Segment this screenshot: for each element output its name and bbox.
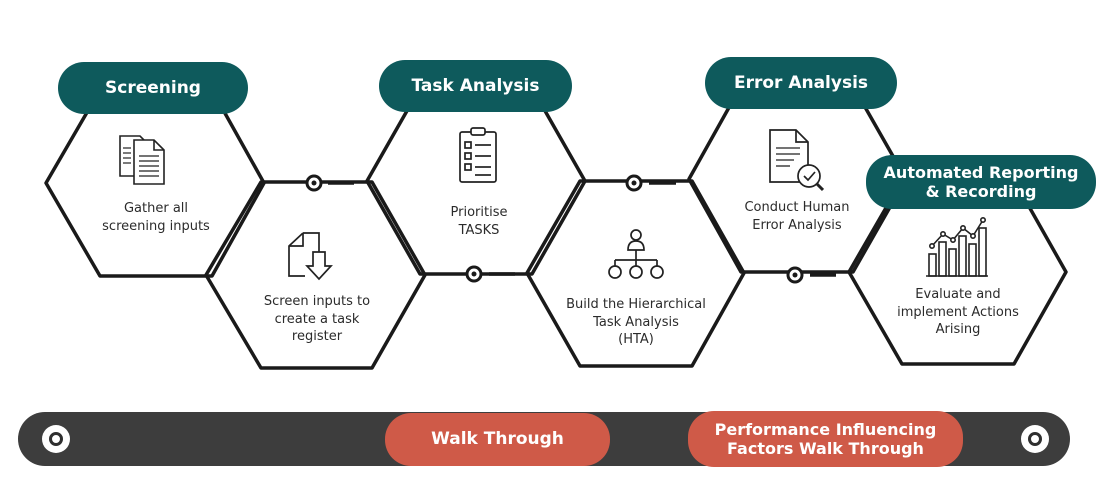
walkthrough-pill: Walk Through <box>385 413 610 466</box>
timeline-start-node <box>42 425 70 453</box>
bar-chart-icon <box>925 216 989 278</box>
stage-text-error-analysis: Conduct Human Error Analysis <box>744 200 850 233</box>
stage-label-reporting: Automated Reporting & Recording <box>866 155 1096 209</box>
stage-text-reporting: Evaluate and implement Actions Arising <box>897 287 1019 338</box>
pif-walkthrough-pill: Performance Influencing Factors Walk Thr… <box>688 411 963 467</box>
stage-text-prioritise: Prioritise TASKS <box>450 205 508 238</box>
stage-label-error-analysis: Error Analysis <box>705 57 897 109</box>
stage-text-screening: Gather all screening inputs <box>102 201 210 234</box>
stage-label-screening: Screening <box>58 62 248 114</box>
hierarchy-icon <box>607 228 665 280</box>
stage-label-task-analysis: Task Analysis <box>379 60 572 112</box>
stage-text-hta: Build the Hierarchical Task Analysis (HT… <box>566 297 706 348</box>
download-document-icon <box>283 230 335 282</box>
checklist-clipboard-icon <box>457 127 499 185</box>
document-search-icon <box>766 128 824 192</box>
stage-text-task-register: Screen inputs to create a task register <box>263 294 371 345</box>
documents-icon <box>118 130 168 186</box>
timeline-end-node <box>1021 425 1049 453</box>
